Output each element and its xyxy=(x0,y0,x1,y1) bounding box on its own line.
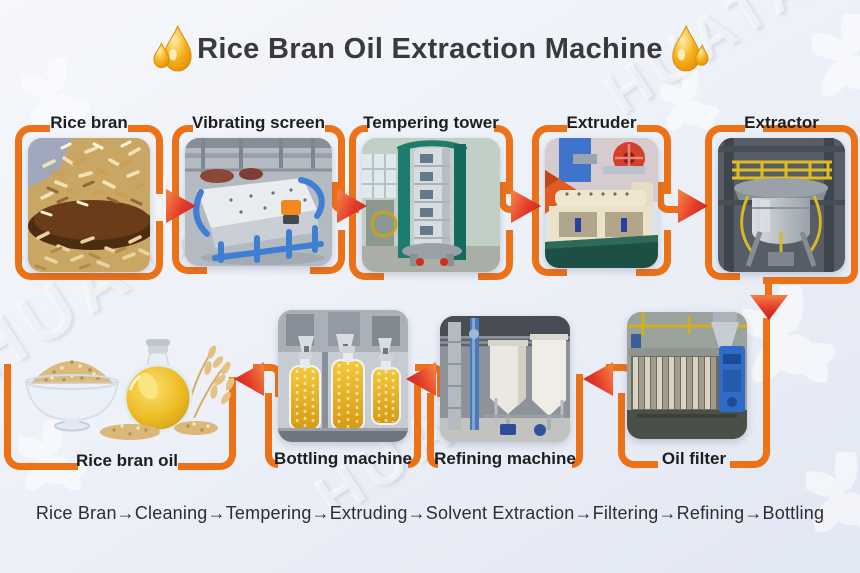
step-cell-rice-bran: Rice bran xyxy=(15,112,163,284)
oil-drop-icon xyxy=(153,24,192,72)
step-cell-refining-machine: Refining machine xyxy=(415,300,583,476)
refining-machine-illustration xyxy=(440,316,570,442)
title-bar: Rice Bran Oil Extraction Machine xyxy=(0,22,860,76)
step-cell-tempering-tower: Tempering tower xyxy=(349,112,527,284)
bottling-machine-photo xyxy=(278,310,408,442)
step-label: Extractor xyxy=(744,113,819,132)
step-label: Oil filter xyxy=(661,449,727,468)
step-label: Extruder xyxy=(566,113,637,132)
extractor-photo xyxy=(718,138,845,272)
step-cell-extruder: Extruder xyxy=(532,112,685,280)
oil-filter-illustration xyxy=(627,312,747,439)
step-label: Vibrating screen xyxy=(192,113,325,132)
extruder-illustration xyxy=(545,138,658,268)
flow-arrow-right-4 xyxy=(678,189,708,223)
oil-drop-icon xyxy=(672,24,709,72)
connector-stub xyxy=(765,280,772,297)
rice-bran-photo xyxy=(28,138,150,272)
step-label: Rice bran xyxy=(50,113,128,132)
tempering-tower-photo xyxy=(362,138,500,272)
page-title: Rice Bran Oil Extraction Machine xyxy=(197,32,663,65)
step-label: Refining machine xyxy=(434,449,576,468)
extruder-photo xyxy=(545,138,658,268)
rice-bran-oil-photo xyxy=(10,314,242,446)
vibrating-screen-photo xyxy=(185,138,332,266)
rice-bran-illustration xyxy=(28,138,150,272)
step-label: Rice bran oil xyxy=(75,451,179,470)
extractor-illustration xyxy=(718,138,845,272)
flow-arrow-left-1 xyxy=(583,362,613,396)
step-cell-vibrating-screen: Vibrating screen xyxy=(172,112,359,278)
process-flow-text: Rice Bran→Cleaning→Tempering→Extruding→S… xyxy=(35,503,825,523)
rice-bran-oil-illustration xyxy=(24,339,235,440)
tempering-tower-illustration xyxy=(362,138,500,272)
step-label: Bottling machine xyxy=(274,449,412,468)
vibrating-screen-illustration xyxy=(185,138,332,266)
bottling-machine-illustration xyxy=(278,310,408,442)
oil-filter-photo xyxy=(627,312,747,439)
step-cell-rice-bran-oil: Rice bran oil xyxy=(2,300,252,478)
step-label: Tempering tower xyxy=(363,113,499,132)
step-cell-extractor: Extractor xyxy=(705,112,858,284)
step-cell-oil-filter: Oil filter xyxy=(606,300,770,476)
refining-machine-photo xyxy=(440,316,570,442)
step-cell-bottling-machine: Bottling machine xyxy=(253,300,421,476)
